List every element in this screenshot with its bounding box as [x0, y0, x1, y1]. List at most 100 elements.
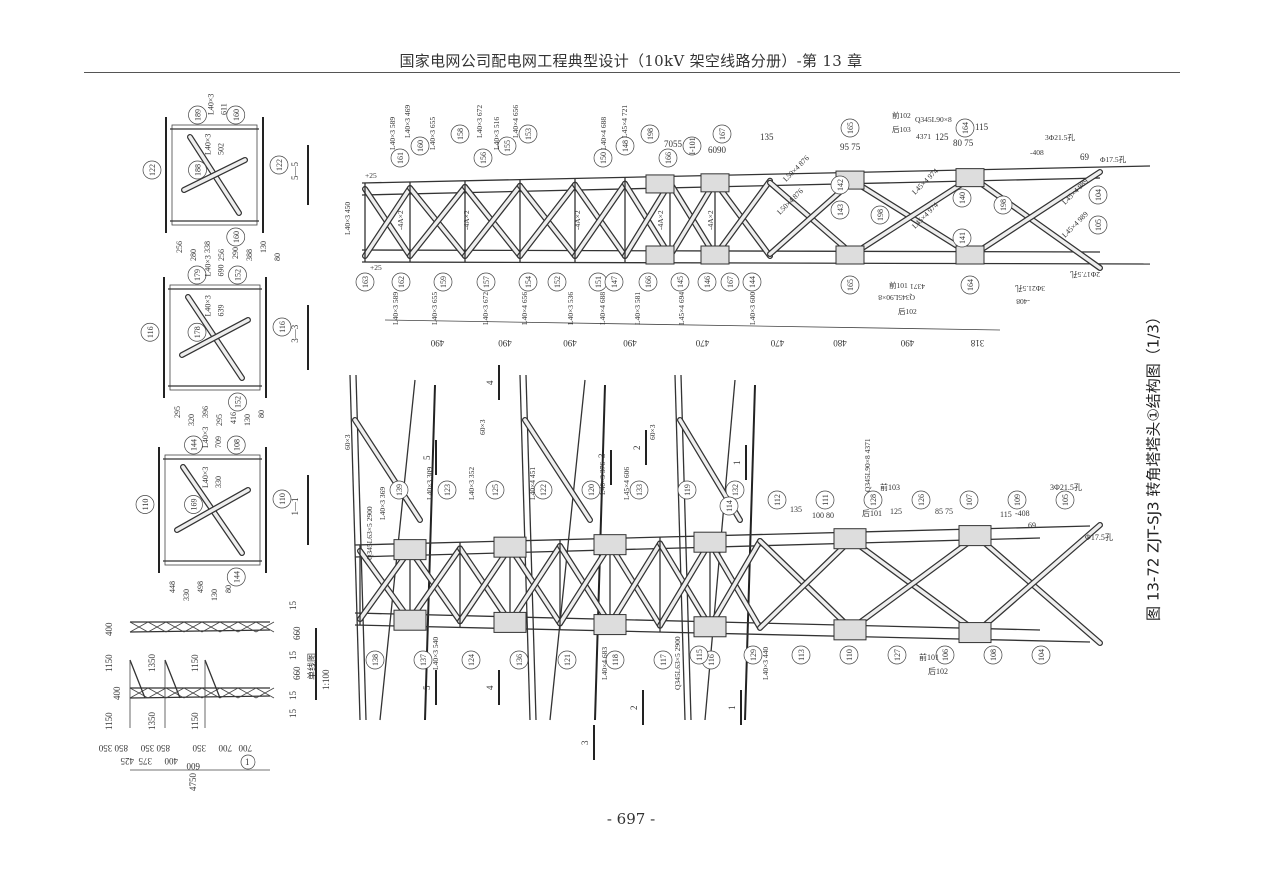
dimension-label: L45×4 606	[622, 467, 631, 500]
part-number-bubble	[742, 272, 762, 292]
dimension-label: 280	[189, 249, 198, 261]
part-number-bubble	[269, 155, 289, 175]
dimension-label: 850 350	[98, 743, 128, 753]
gusset-plate	[833, 619, 867, 641]
dimension-label-group: 850 350	[140, 743, 170, 753]
part-number-group: 139	[389, 480, 409, 500]
part-number-bubble	[410, 136, 430, 156]
part-number-bubble	[142, 160, 162, 180]
dimension-label-group: L40×3	[201, 427, 210, 448]
dimension-label: 4750	[188, 773, 198, 792]
dimension-label-group: -408	[1016, 297, 1030, 306]
dimension-label: 3Φ21.5孔	[1015, 284, 1045, 293]
part-number-group: 152	[547, 272, 567, 292]
part-number: 160	[416, 140, 425, 152]
part-number: 165	[846, 122, 855, 134]
gusset-plate	[835, 245, 865, 265]
section-mark: 1	[727, 706, 737, 711]
dimension-label: L40×3 540	[431, 637, 440, 670]
dimension-label: 290	[231, 247, 240, 259]
dimension-label-group: 470	[770, 338, 784, 348]
dimension-label: 95 75	[840, 142, 861, 152]
part-number-group: 159	[433, 272, 453, 292]
detail-mark-label: 1	[245, 757, 250, 767]
dimension-label: L40×3 369	[378, 487, 387, 520]
part-number-bubble	[839, 645, 859, 665]
part-number-bubble	[638, 272, 658, 292]
part-number: 146	[703, 276, 712, 288]
part-number-group: 167	[712, 124, 732, 144]
dimension-label-group: L40×3	[201, 467, 210, 488]
section-mark: 5	[422, 455, 432, 460]
dimension-label: 15	[288, 709, 298, 719]
part-number-group: 119	[677, 480, 697, 500]
section-mark-group: 1	[732, 461, 742, 466]
part-number-group: 115	[689, 645, 709, 665]
part-number-bubble	[518, 272, 538, 292]
dimension-label: 660	[292, 666, 302, 680]
part-number-bubble	[476, 272, 496, 292]
part-number-bubble	[960, 275, 980, 295]
part-number: 152	[553, 276, 562, 288]
part-number-bubble	[184, 435, 203, 455]
angle-member-inner	[658, 540, 712, 628]
dimension-label: L40×3	[203, 134, 212, 155]
part-number-group: 110	[839, 645, 859, 665]
part-number: 154	[524, 276, 533, 288]
part-number-bubble	[485, 480, 505, 500]
dimension-label-group: L40×4 656	[511, 105, 520, 138]
part-number-group: 165	[840, 275, 860, 295]
dimension-label-group: Q345L63×5 2900	[365, 506, 374, 560]
dimension-label: L40×3	[201, 467, 210, 488]
dimension-label-group: 480	[833, 338, 847, 348]
angle-member-inner	[768, 181, 852, 256]
dimension-label: 69	[1028, 521, 1036, 530]
part-number-bubble	[863, 490, 883, 510]
dimension-label: 700	[218, 743, 232, 753]
part-number-group: 188	[188, 160, 207, 180]
part-number-group: 150	[593, 148, 613, 168]
part-number: 116	[146, 326, 155, 338]
part-number: 121	[563, 654, 572, 666]
dimension-label: L40×3 589	[391, 292, 400, 325]
part-number-group: 143	[830, 200, 850, 220]
dimension-label: 318	[970, 338, 984, 348]
part-number: 160	[232, 231, 241, 243]
part-number-group: 164	[955, 118, 975, 138]
dimension-label: 130	[259, 241, 268, 253]
part-number: 157	[482, 276, 491, 288]
angle-member-inner	[363, 186, 412, 258]
part-number-bubble	[509, 650, 529, 670]
dimension-label: 15	[288, 601, 298, 611]
angle-member-inner	[518, 182, 577, 258]
part-number-group: 138	[365, 650, 385, 670]
dimension-label: 后102	[898, 306, 917, 316]
section-mark: 5	[422, 685, 432, 690]
part-number: 152	[234, 269, 243, 281]
dimension-label: L40×3	[201, 427, 210, 448]
part-number: 198	[876, 209, 885, 221]
dimension-label-group: 330	[214, 476, 223, 488]
part-number: 112	[773, 494, 782, 506]
dimension-label: 295	[215, 414, 224, 426]
leg	[549, 379, 586, 721]
part-number: 163	[361, 276, 370, 288]
part-number-bubble	[1007, 490, 1027, 510]
dimension-label: 115	[1000, 510, 1012, 519]
gusset-plate	[393, 539, 427, 561]
dimension-label-group: 425	[120, 756, 134, 766]
section-mark: 2	[629, 706, 639, 711]
dimension-label-group: L40×3	[206, 94, 215, 115]
dimension-label-group: 100 80	[812, 511, 834, 520]
part-number: 133	[635, 484, 644, 496]
part-number-bubble	[952, 188, 972, 208]
part-number-group: 151	[588, 272, 608, 292]
angle-member-inner	[713, 178, 772, 258]
dimension-label-group: 2Φ17.5孔	[1070, 270, 1100, 279]
dimension-label: 1350	[147, 712, 157, 731]
dimension-label: L50×4 876	[781, 153, 811, 183]
gusset-plate	[958, 525, 992, 547]
part-number: 159	[439, 276, 448, 288]
dimension-label: 709	[214, 436, 223, 448]
